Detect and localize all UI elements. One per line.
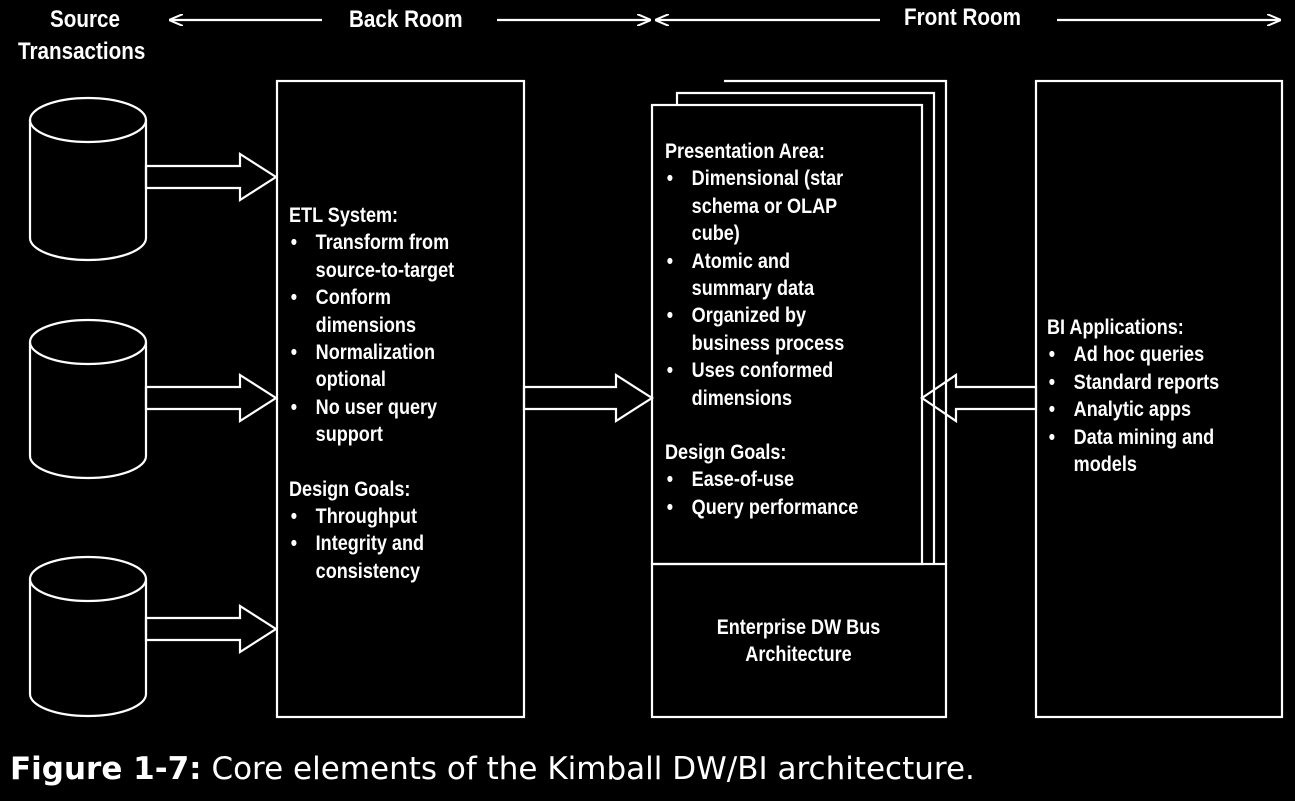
bi-to-presentation-arrow [920,372,1038,424]
source-header-line2: Transactions [18,38,146,65]
bus-line1: Enterprise DW Bus [716,616,881,639]
etl-bullet-line: Conform [315,286,391,310]
source-database-icon-1 [28,96,148,262]
source-database-icon-3 [28,555,148,718]
etl-to-presentation-arrow [522,372,655,424]
caption-label: Figure 1-7: [10,751,202,787]
bi-bullet-list: Ad hoc queries Standard reports Analytic… [1047,341,1219,478]
etl-text: ETL System: Transform from source-to-targ… [289,202,454,585]
etl-goal: Throughput [289,503,454,531]
etl-bullet-line: Transform from [315,231,450,255]
source-to-etl-arrow-3 [144,603,279,655]
etl-title: ETL System: [289,204,399,227]
presentation-goal: Query performance [665,494,859,522]
bi-bullet: Standard reports [1047,369,1220,397]
etl-bullet-list: Transform from source-to-target Conform di… [289,229,454,448]
presentation-bullet-line: schema or OLAP [691,194,838,218]
caption-text: Core elements of the Kimball DW/BI archi… [211,751,975,787]
etl-goals-title: Design Goals: [289,477,411,501]
presentation-bullet-line: cube) [691,222,740,246]
presentation-bullet-list: Dimensional (star schema or OLAP cube) Ato… [665,165,858,412]
enterprise-bus-box [650,562,948,719]
etl-bullet: Conform dimensions [289,284,454,339]
bi-bullet-line: Ad hoc queries [1073,343,1205,367]
bi-applications-box [1034,79,1284,719]
presentation-goals-title: Design Goals: [665,441,787,465]
source-to-etl-arrow-1 [144,151,279,203]
presentation-bullet-line: dimensions [691,386,793,410]
etl-bullet: Transform from source-to-target [289,229,454,284]
bi-bullet-line: models [1073,453,1137,477]
etl-bullet-line: source-to-target [315,258,455,282]
enterprise-bus-text: Enterprise DW Bus Architecture [652,614,945,669]
presentation-goal: Ease-of-use [665,466,858,494]
bi-bullet-line: Analytic apps [1073,398,1192,422]
etl-bullet: No user query support [289,394,454,449]
presentation-bullet-line: Dimensional (star [691,167,844,191]
presentation-goal-line: Ease-of-use [691,468,795,492]
back-room-header: Back Room [349,6,463,33]
front-room-label: Front Room [904,4,1021,31]
etl-goals-list: Throughput Integrity and consistency [289,503,454,585]
etl-bullet-line: No user query [315,395,438,419]
presentation-stack-middle [675,91,936,564]
source-transactions-header-line2: Transactions [18,38,145,65]
figure-caption: Figure 1-7: Core elements of the Kimball… [10,749,975,789]
source-database-icon-2 [28,318,148,480]
presentation-title: Presentation Area: [665,140,825,163]
back-room-label: Back Room [349,6,463,33]
etl-bullet-line: optional [315,368,386,392]
bi-bullet: Data mining and models [1047,424,1219,479]
presentation-bullet: Uses conformed dimensions [665,357,858,412]
presentation-text: Presentation Area: Dimensional (star sche… [665,138,859,522]
presentation-bullet: Dimensional (star schema or OLAP cube) [665,165,858,247]
presentation-bullet-line: Uses conformed [691,359,834,383]
presentation-bullet: Atomic and summary data [665,248,858,303]
bi-bullet: Ad hoc queries [1047,341,1219,369]
bi-bullet-line: Standard reports [1073,370,1220,394]
bi-title: BI Applications: [1047,316,1184,339]
etl-bullet: Normalization optional [289,339,454,394]
etl-bullet-line: support [315,423,383,447]
presentation-bullet-line: summary data [691,277,815,301]
bus-line2: Architecture [745,643,852,667]
source-transactions-header: Source [50,6,120,33]
presentation-bullet-line: Organized by [691,304,807,328]
etl-goal-line: Throughput [315,505,417,529]
source-header-line1: Source [50,6,120,33]
front-room-header: Front Room [904,4,1021,31]
presentation-goals-list: Ease-of-use Query performance [665,466,859,522]
etl-bullet-line: dimensions [315,313,417,337]
presentation-bullet: Organized by business process [665,302,858,357]
source-to-etl-arrow-2 [144,372,279,424]
etl-bullet-line: Normalization [315,341,436,365]
etl-goal: Integrity and consistency [289,530,454,585]
bi-bullet-line: Data mining and [1073,425,1215,449]
presentation-bullet-line: business process [691,331,845,355]
bi-text: BI Applications: Ad hoc queries Standard… [1047,314,1219,478]
presentation-goal-line: Query performance [691,495,859,519]
presentation-stack-back [724,79,948,564]
etl-goal-line: Integrity and [315,532,425,556]
bi-bullet: Analytic apps [1047,396,1219,424]
etl-goal-line: consistency [315,559,421,583]
presentation-bullet-line: Atomic and [691,249,790,273]
